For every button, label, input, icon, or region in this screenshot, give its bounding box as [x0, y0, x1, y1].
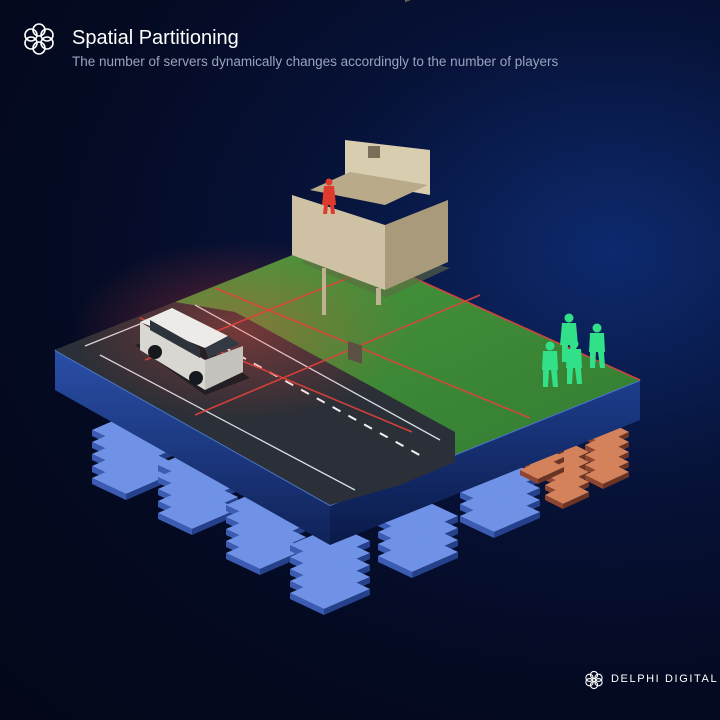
suv-wheel	[189, 371, 203, 385]
player-green-figure	[542, 341, 558, 387]
player-red-figure	[322, 178, 336, 214]
suv-roof	[140, 308, 228, 348]
brand-mark: DELPHI DIGITAL	[584, 670, 717, 692]
suv-body-side	[140, 322, 205, 390]
page-subtitle: The number of servers dynamically change…	[72, 54, 559, 69]
building-side-wall	[385, 200, 448, 290]
suv-windows	[150, 320, 200, 358]
platform-right-side	[330, 380, 640, 545]
building-window	[368, 146, 380, 158]
road-center-dashes	[174, 319, 426, 459]
suv-body-front	[205, 346, 243, 390]
suv-windshield	[205, 336, 240, 358]
platform-left-side	[55, 350, 330, 545]
building-pillar	[322, 268, 326, 315]
white-suv	[135, 308, 250, 395]
building-roof-rubble	[310, 172, 428, 205]
brand-name: DELPHI DIGITAL	[611, 673, 719, 685]
knot-ring-icon	[585, 670, 603, 690]
player-group-green	[542, 313, 605, 387]
building-window	[348, 341, 362, 364]
building-front-wall	[292, 195, 385, 290]
player-green-figure	[566, 339, 582, 384]
building-window	[405, 0, 417, 3]
page-title: Spatial Partitioning	[72, 27, 239, 49]
player-green-figure	[589, 323, 605, 368]
building-pillar	[376, 288, 381, 305]
knot-ring-icon	[24, 23, 54, 55]
ruined-building	[292, 0, 450, 364]
header: Spatial Partitioning The number of serve…	[22, 22, 702, 72]
suv-wheel	[148, 345, 162, 359]
